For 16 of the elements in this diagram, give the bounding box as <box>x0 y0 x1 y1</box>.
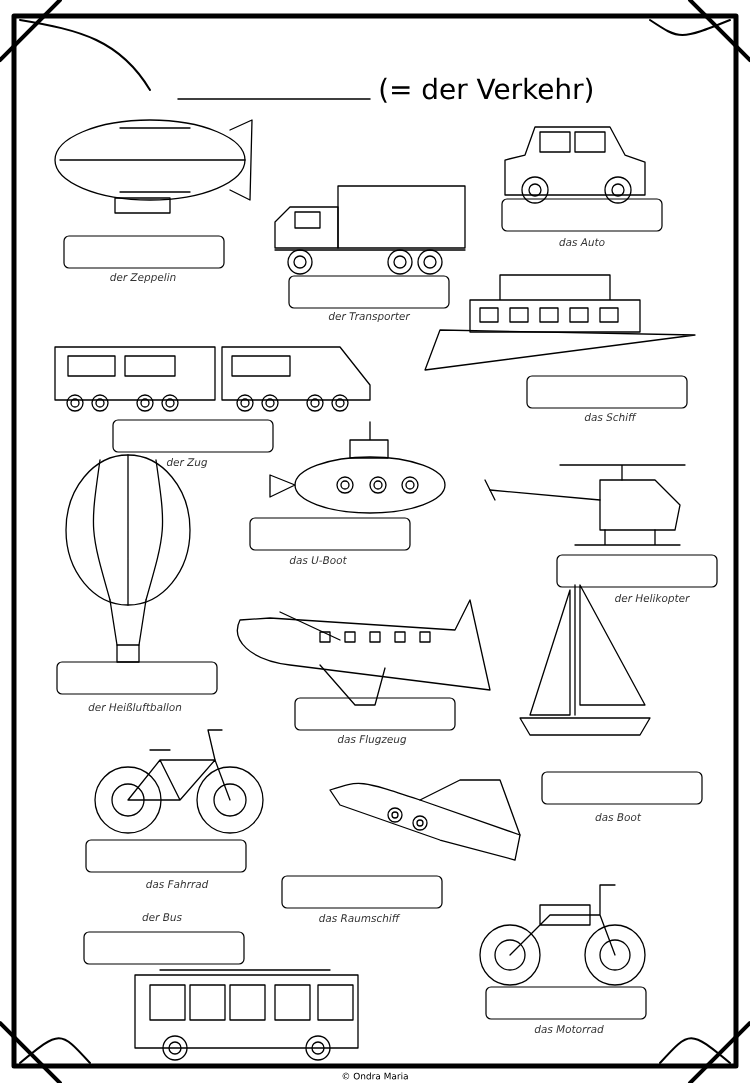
copyright-note: © Ondra Maria <box>342 1072 408 1080</box>
caption: das Flugzeug <box>337 734 407 746</box>
caption: das U-Boot <box>289 555 347 565</box>
caption: der Heißluftballon <box>88 702 182 712</box>
caption: das Auto <box>559 237 605 247</box>
caption: das Raumschiff <box>319 913 401 923</box>
caption: der Zeppelin <box>110 272 176 284</box>
caption: das Motorrad <box>534 1024 604 1034</box>
caption: der Transporter <box>328 311 411 323</box>
caption: der Helikopter <box>615 593 690 605</box>
caption: der Zug <box>166 457 208 469</box>
title: (= der Verkehr) <box>380 77 592 103</box>
caption: der Bus <box>142 912 182 922</box>
caption: das Boot <box>595 812 642 822</box>
caption: das Schiff <box>584 412 637 422</box>
caption: das Fahrrad <box>146 879 209 889</box>
